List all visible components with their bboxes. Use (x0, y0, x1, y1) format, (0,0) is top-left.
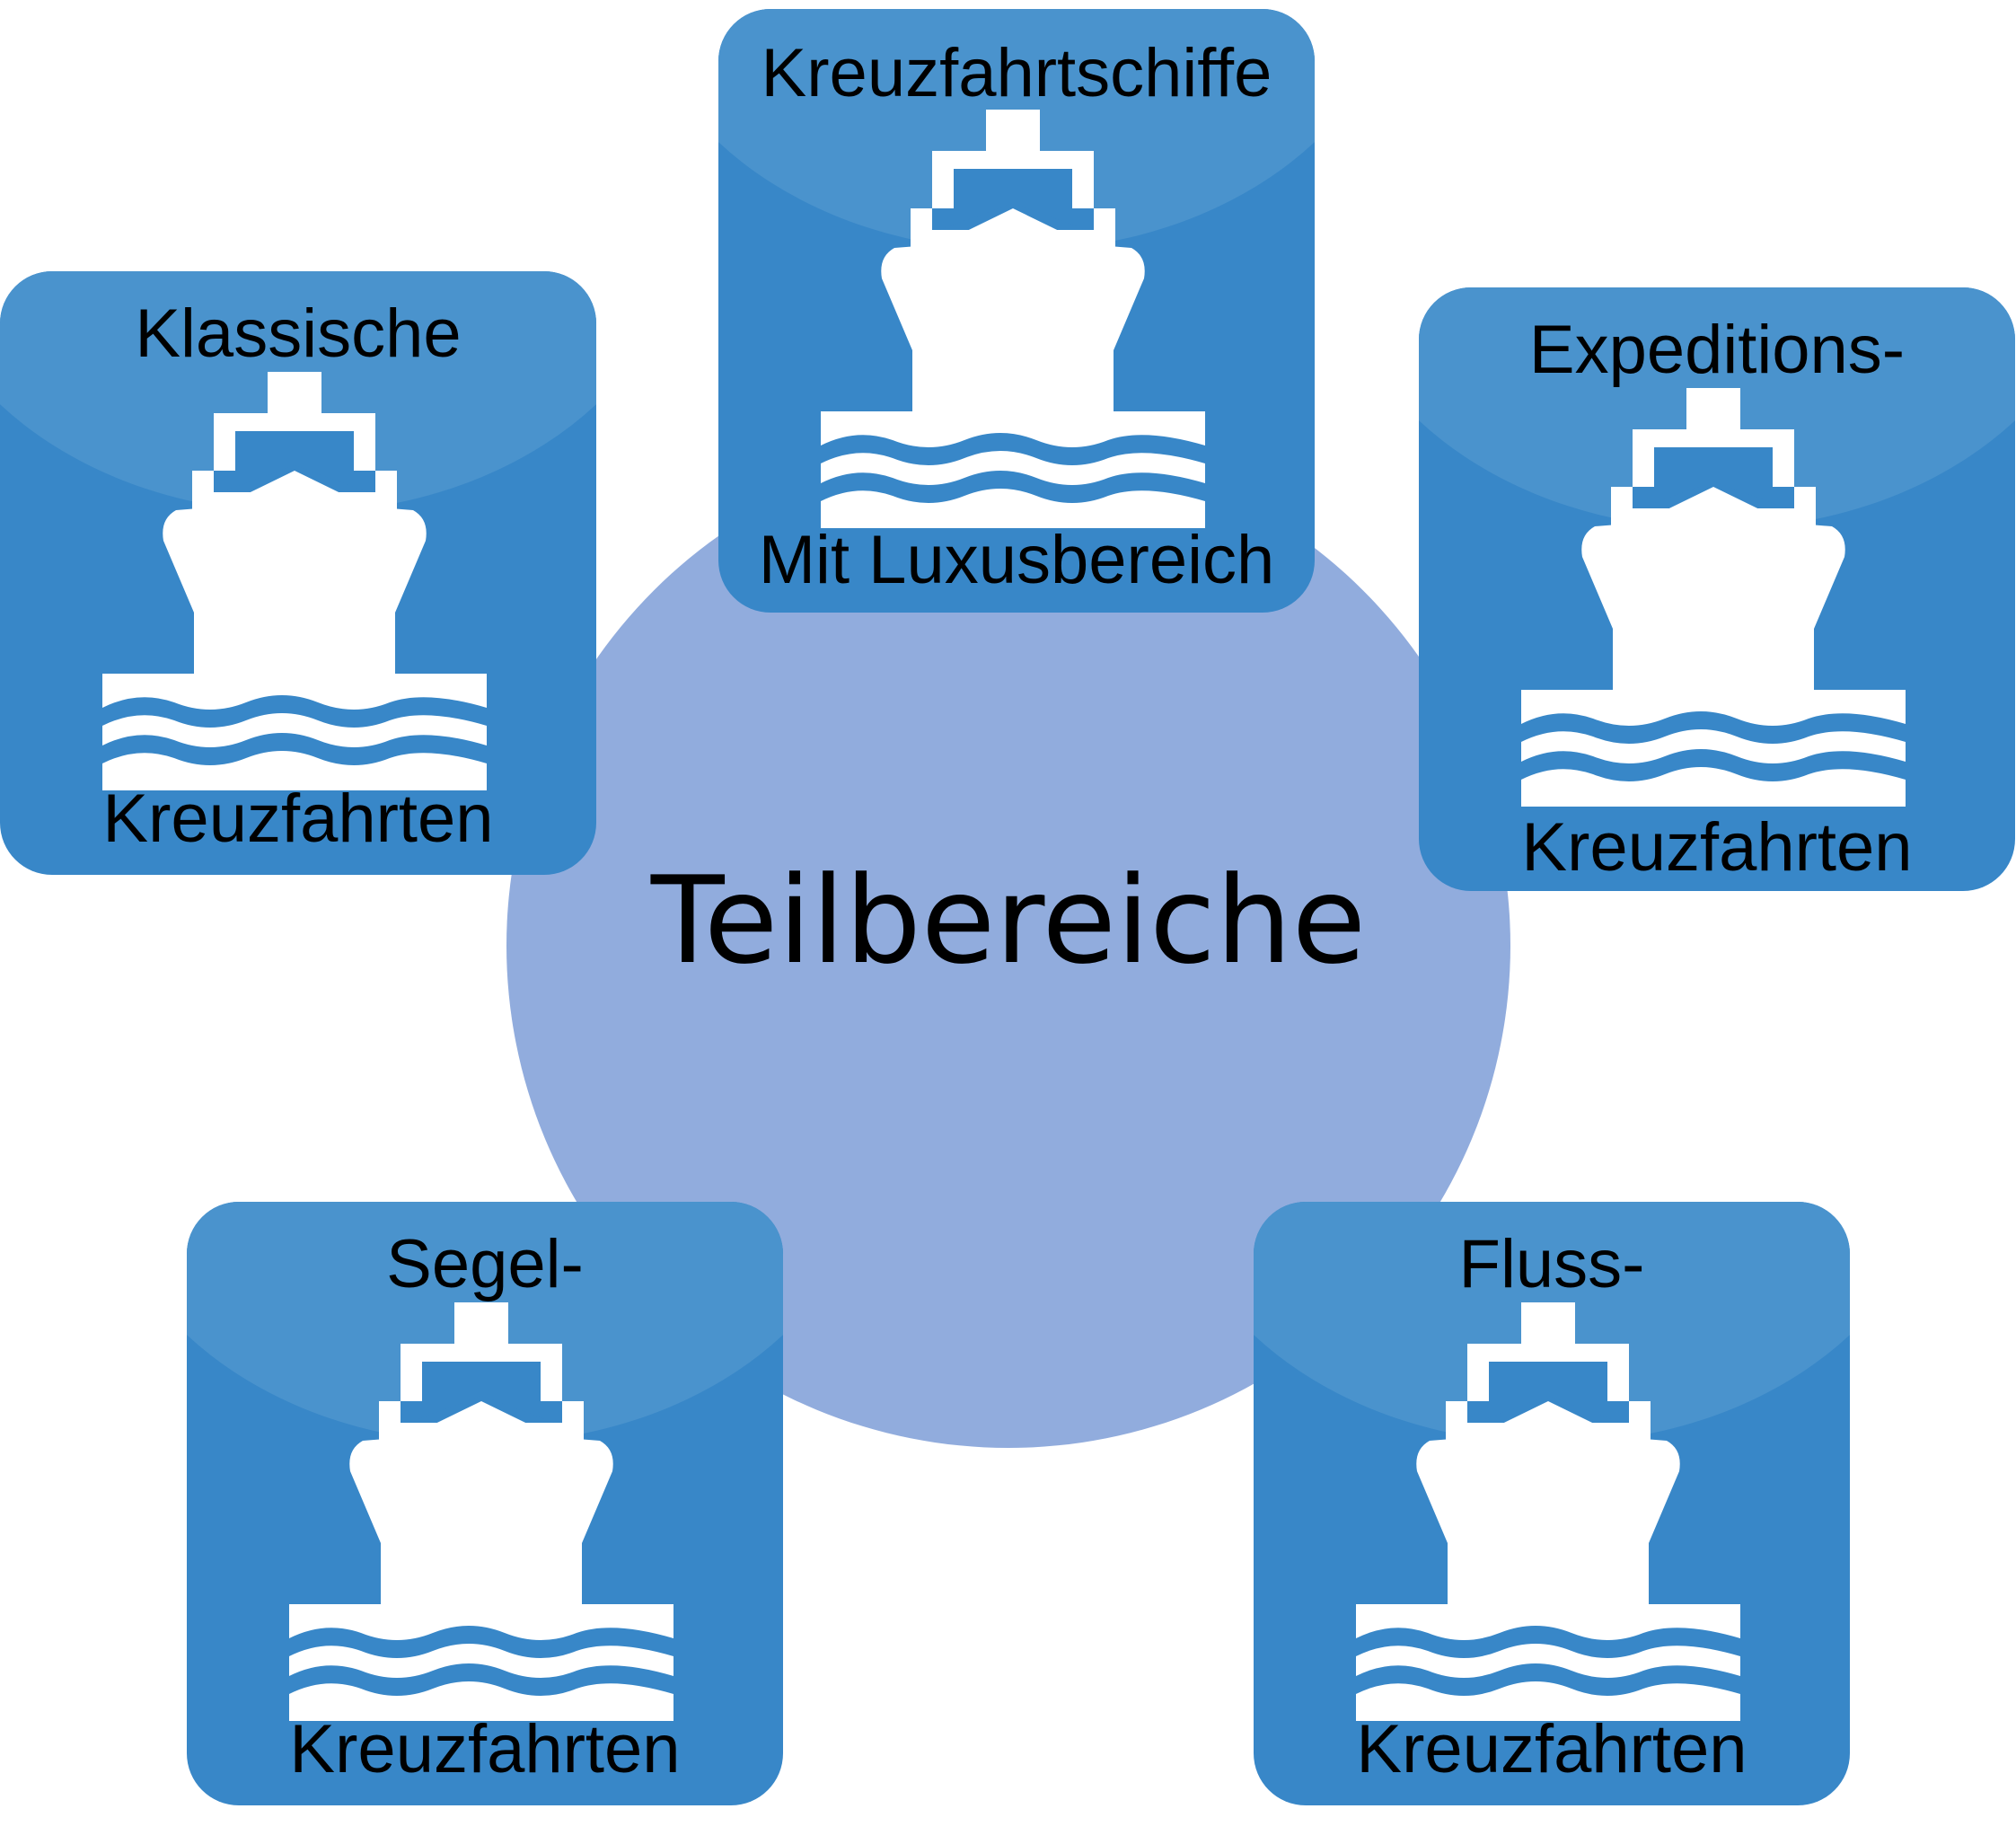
tile-bottom-label: Kreuzfahrten (102, 781, 494, 857)
tile-luxury-cruise-ships: Kreuzfahrtschiffe Mit Luxusbereich (718, 9, 1315, 613)
tile-bottom-label: Kreuzfahrten (289, 1711, 681, 1787)
tile-classic-cruises: Klassische Kreuzfahrten (0, 271, 596, 875)
tile-top-label: Segel- (386, 1226, 584, 1302)
tile-top-label: Fluss- (1458, 1226, 1645, 1302)
tile-river-cruises: Fluss- Kreuzfahrten (1254, 1202, 1850, 1805)
tile-sailing-cruises: Segel- Kreuzfahrten (187, 1202, 783, 1805)
tile-top-label: Expeditions- (1528, 312, 1906, 388)
tile-bottom-label: Kreuzfahrten (1521, 809, 1913, 886)
tile-top-label: Klassische (135, 296, 462, 372)
center-label: Teilbereiche (650, 851, 1367, 991)
tile-expedition-cruises: Expeditions- Kreuzfahrten (1419, 287, 2015, 891)
tile-top-label: Kreuzfahrtschiffe (761, 35, 1272, 111)
tile-bottom-label: Mit Luxusbereich (758, 522, 1275, 598)
tile-bottom-label: Kreuzfahrten (1356, 1711, 1747, 1787)
